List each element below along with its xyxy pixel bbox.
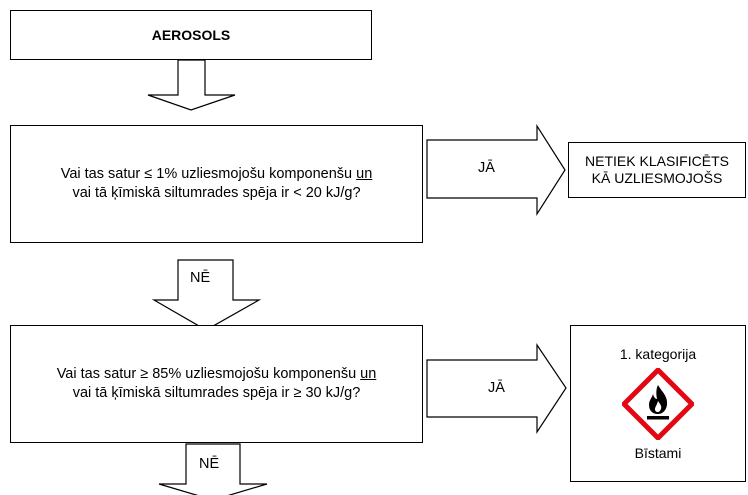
aerosols-start-box: AEROSOLS bbox=[10, 10, 372, 60]
signal-word: Bīstami bbox=[634, 445, 682, 461]
question-2-box: Vai tas satur ≥ 85% uzliesmojošu kompone… bbox=[10, 325, 423, 443]
yes-label-2: JĀ bbox=[488, 380, 505, 396]
question-1-line2: vai tā ķīmiskā siltumrades spēja ir < 20… bbox=[72, 185, 361, 201]
question-1-box: Vai tas satur ≤ 1% uzliesmojošu komponen… bbox=[10, 125, 423, 243]
result-category1-box: 1. kategorija Bīstami bbox=[570, 325, 746, 482]
result-not-classified-box: NETIEK KLASIFICĒTS KĀ UZLIESMOJOŠS bbox=[568, 142, 746, 198]
question-2-text: Vai tas satur ≥ 85% uzliesmojošu kompone… bbox=[57, 365, 377, 403]
yes-arrow-2 bbox=[426, 343, 567, 435]
no-arrow-1 bbox=[151, 259, 262, 331]
question-1-line1: Vai tas satur ≤ 1% uzliesmojošu komponen… bbox=[60, 166, 357, 182]
no-label-2: NĒ bbox=[199, 456, 220, 472]
question-1-and: un bbox=[356, 166, 373, 182]
yes-label-1: JĀ bbox=[478, 160, 495, 176]
category-label: 1. kategorija bbox=[619, 346, 697, 362]
start-title: AEROSOLS bbox=[151, 27, 231, 43]
question-2-and: un bbox=[360, 366, 377, 382]
result-not-classified-line1: NETIEK KLASIFICĒTS bbox=[585, 153, 729, 169]
flame-pictogram-icon bbox=[622, 367, 694, 440]
question-1-text: Vai tas satur ≤ 1% uzliesmojošu komponen… bbox=[61, 165, 373, 203]
no-arrow-2 bbox=[158, 443, 268, 495]
down-arrow-title bbox=[147, 59, 236, 111]
question-2-line1: Vai tas satur ≥ 85% uzliesmojošu kompone… bbox=[56, 366, 361, 382]
no-label-1: NĒ bbox=[190, 270, 211, 286]
result-not-classified-line2: KĀ UZLIESMOJOŠS bbox=[591, 170, 723, 186]
yes-arrow-1 bbox=[426, 123, 566, 217]
question-2-line2: vai tā ķīmiskā siltumrades spēja ir ≥ 30… bbox=[72, 385, 361, 401]
